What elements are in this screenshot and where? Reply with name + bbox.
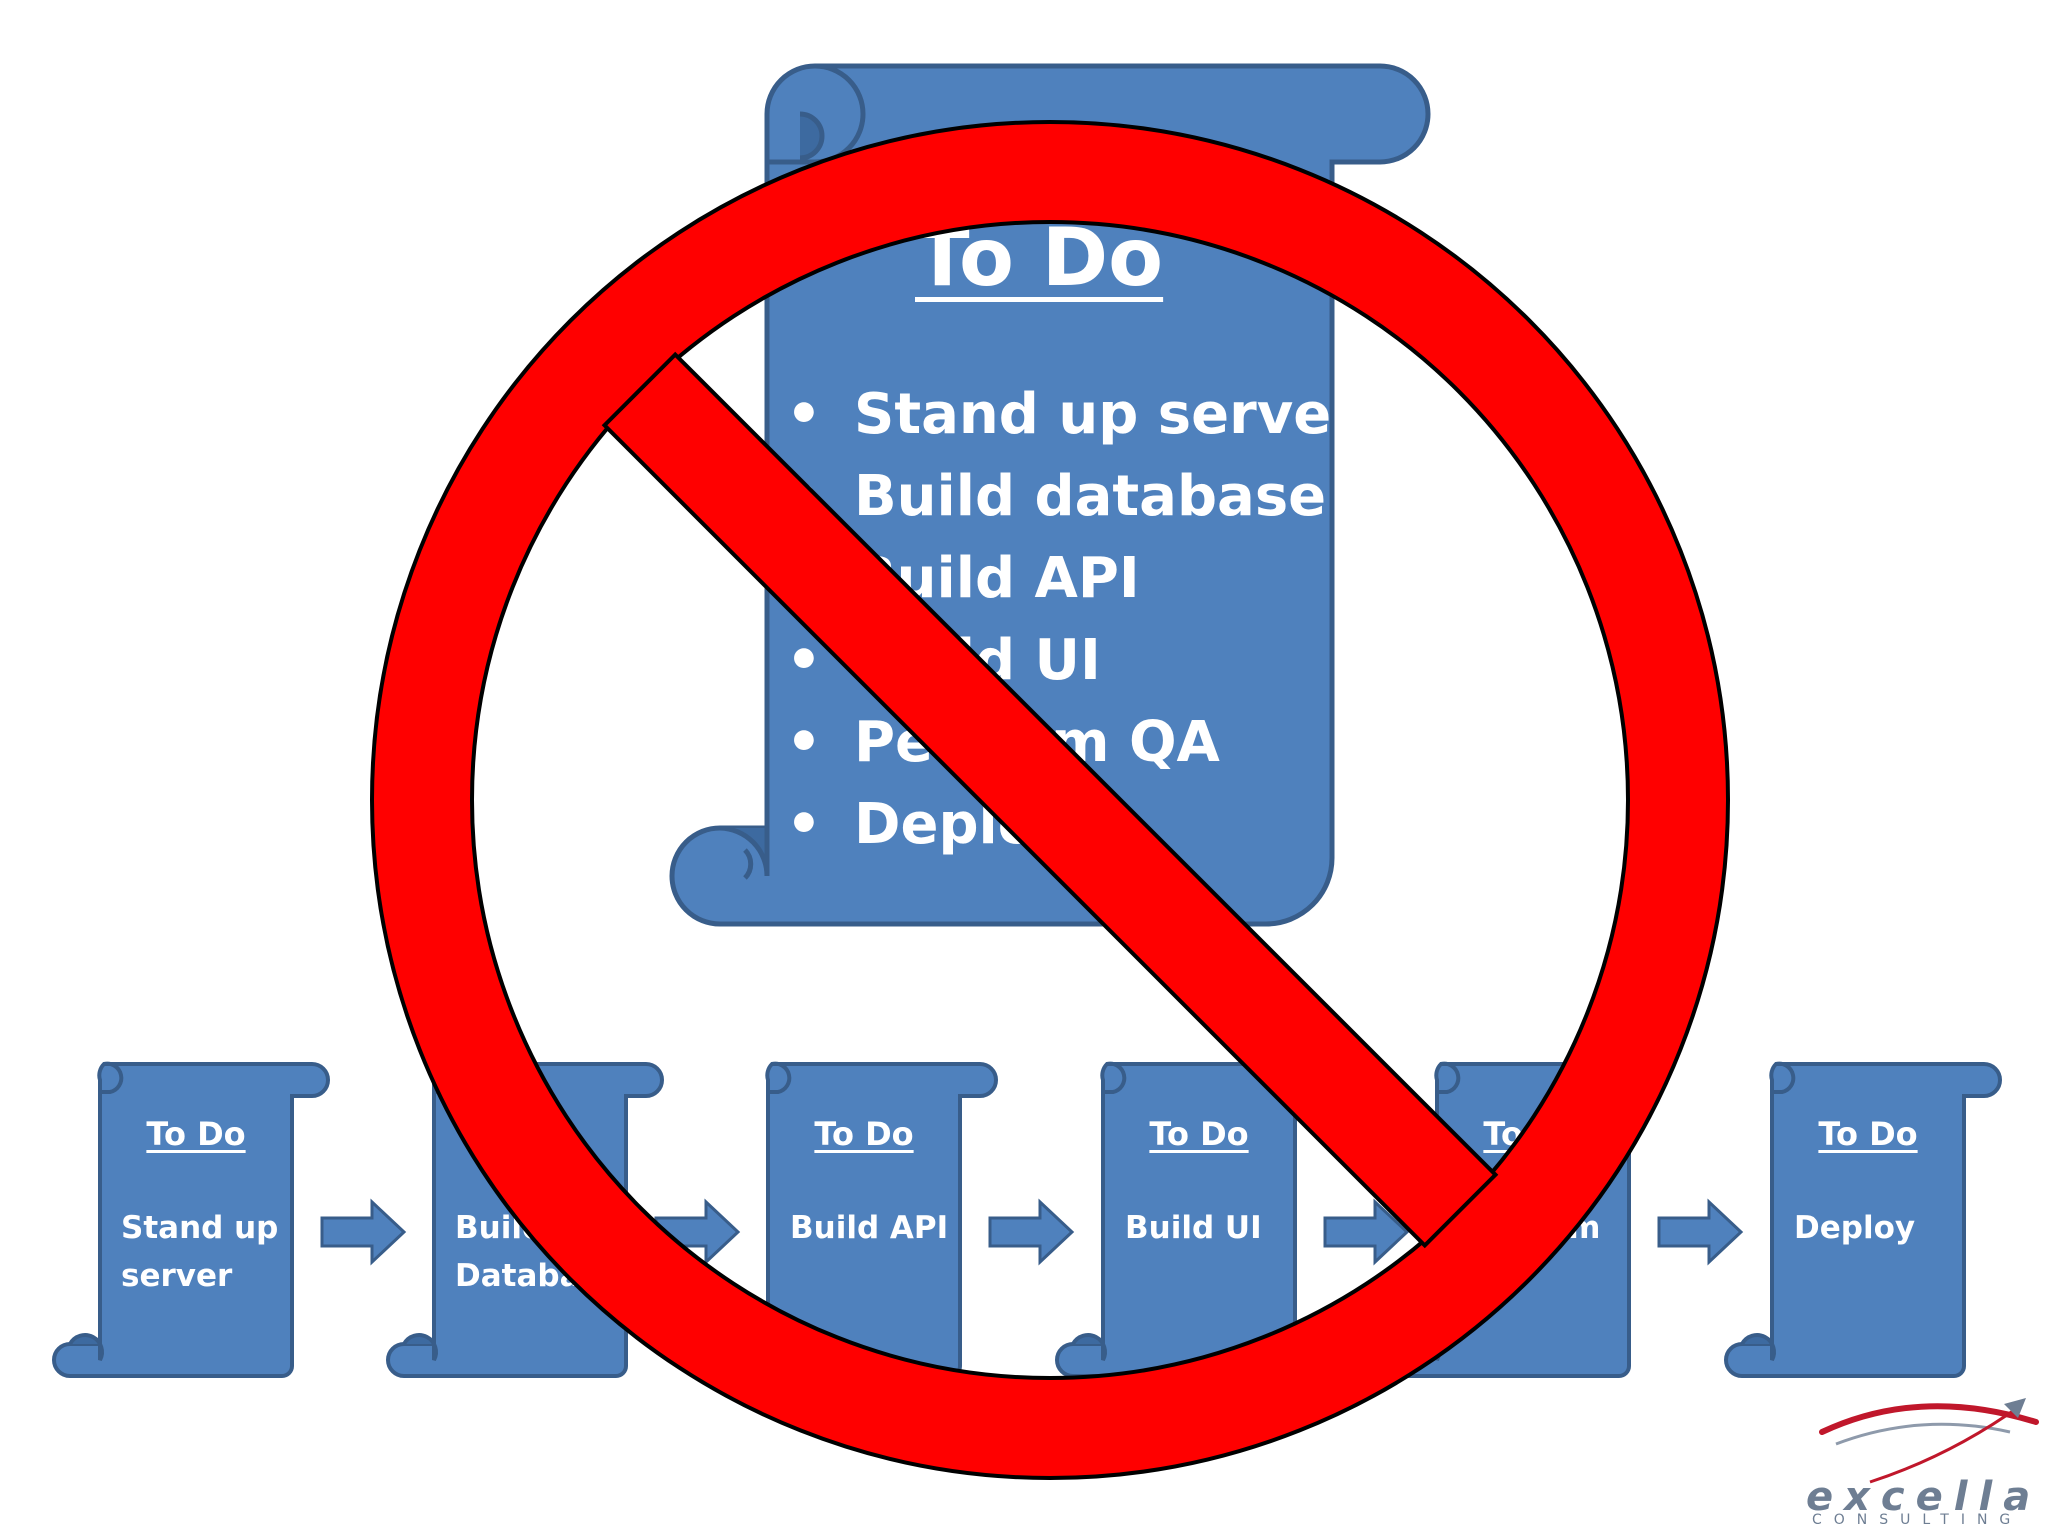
- small-scroll-task: Deploy: [1794, 1210, 1916, 1246]
- small-scroll-title: To Do: [146, 1115, 246, 1153]
- small-scroll-task: Build UI: [1125, 1210, 1262, 1246]
- small-scroll-task: Build API: [790, 1210, 949, 1246]
- flow-arrow: [1657, 1198, 1744, 1266]
- small-scroll-title: To Do: [1149, 1115, 1249, 1153]
- flow-arrow: [320, 1198, 407, 1266]
- small-scroll-task: Stand up server: [121, 1210, 279, 1294]
- small-scroll-shape: [52, 1061, 330, 1378]
- logo-tagline: CONSULTING: [1812, 1512, 2023, 1528]
- small-scroll-title: To Do: [814, 1115, 914, 1153]
- prohibition-ring: [370, 119, 1730, 1481]
- main-scroll-item: Stand up server: [786, 374, 1359, 456]
- prohibition-slash: [601, 351, 1499, 1249]
- small-scroll-title: To Do: [1818, 1115, 1918, 1153]
- flow-arrows: [320, 1198, 1744, 1266]
- flow-arrow: [988, 1198, 1075, 1266]
- excella-swoosh-icon: [1819, 1398, 2039, 1484]
- flow-arrow: [1323, 1198, 1410, 1266]
- small-scroll-shape: [1724, 1061, 2002, 1378]
- logo-wordmark: excella: [1806, 1474, 2042, 1520]
